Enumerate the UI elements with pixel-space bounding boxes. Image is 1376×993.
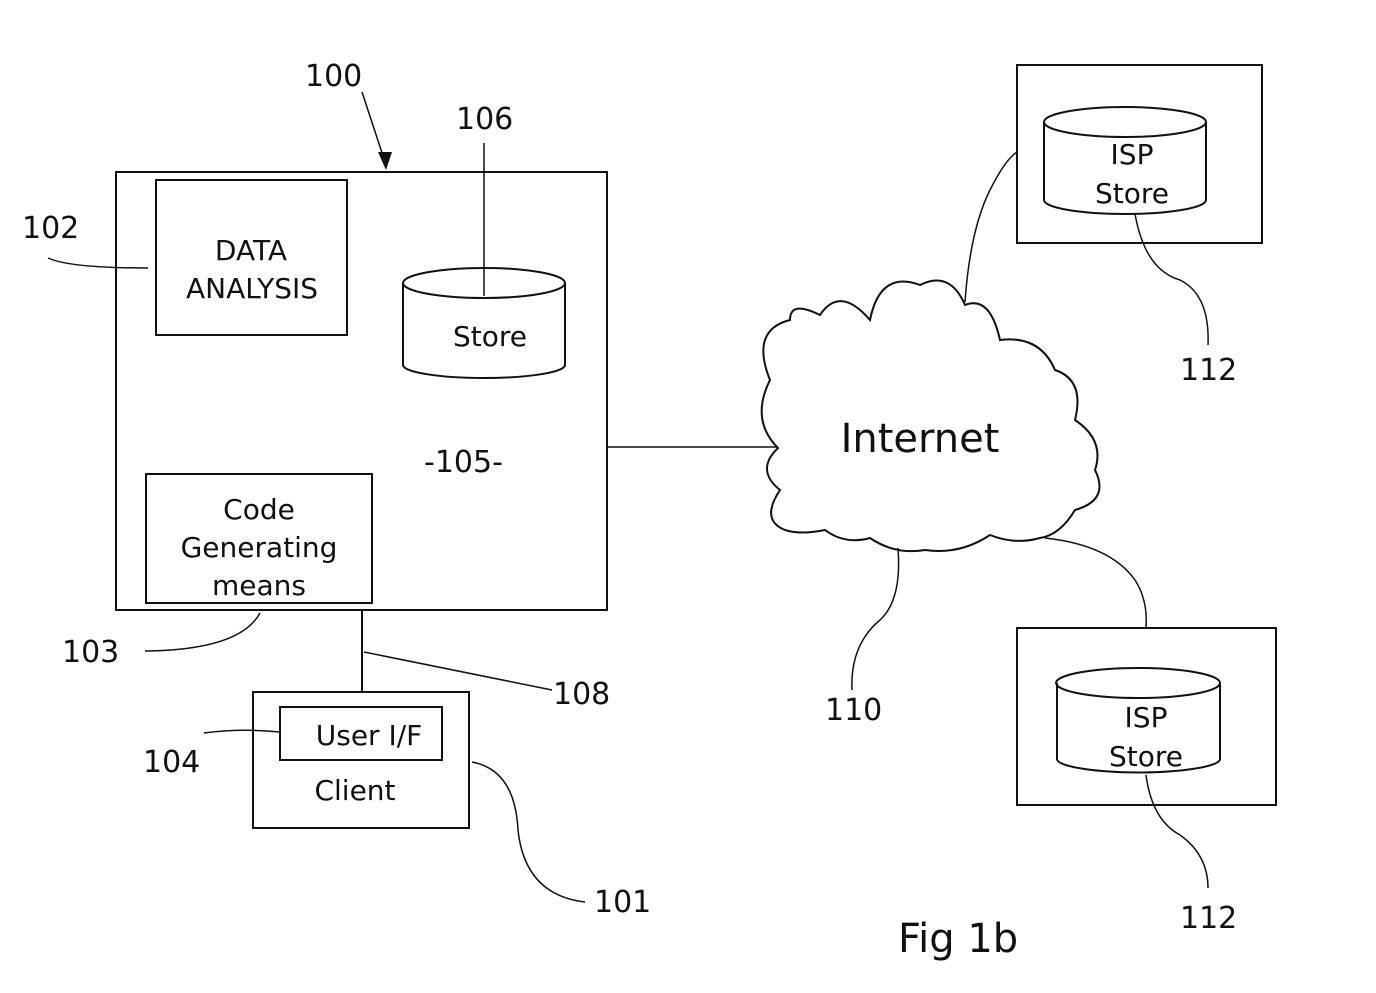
figure-caption: Fig 1b (898, 916, 1018, 962)
ref-102: 102 (22, 211, 79, 246)
internet-label: Internet (841, 416, 1000, 462)
isp-bottom-line2: Store (1109, 740, 1183, 773)
ref-112-top-leader (1135, 214, 1208, 345)
data-analysis-line2: ANALYSIS (186, 272, 318, 305)
ref-103: 103 (62, 635, 119, 670)
user-if-label: User I/F (316, 719, 423, 752)
ref-100-arrow (362, 92, 385, 162)
code-line2: Generating (181, 531, 338, 564)
ref-104: 104 (143, 745, 200, 780)
ref-108: 108 (553, 677, 610, 712)
ref-110-leader (852, 548, 899, 690)
internet-isp-top-link (965, 152, 1017, 302)
ref-106: 106 (456, 102, 513, 137)
ref-103-leader (145, 613, 260, 651)
ref-101-leader (472, 762, 585, 902)
ref-105: -105- (424, 445, 503, 480)
ref-110: 110 (825, 693, 882, 728)
ref-108-leader (364, 652, 552, 690)
ref-102-leader (48, 258, 148, 268)
isp-top-line1: ISP (1111, 138, 1154, 171)
ref-104-leader (204, 730, 280, 733)
ref-112-bottom-leader (1146, 775, 1208, 888)
arrowhead-icon (378, 152, 392, 170)
ref-100: 100 (305, 59, 362, 94)
isp-bottom-line1: ISP (1125, 701, 1168, 734)
isp-top-line2: Store (1095, 177, 1169, 210)
client-label: Client (314, 774, 395, 807)
code-line3: means (212, 569, 306, 602)
ref-101: 101 (594, 885, 651, 920)
ref-112-bottom: 112 (1180, 901, 1237, 936)
code-line1: Code (223, 493, 295, 526)
store-label: Store (453, 320, 527, 353)
data-analysis-line1: DATA (215, 234, 287, 267)
ref-112-top: 112 (1180, 353, 1237, 388)
internet-isp-bottom-link (1045, 538, 1146, 628)
